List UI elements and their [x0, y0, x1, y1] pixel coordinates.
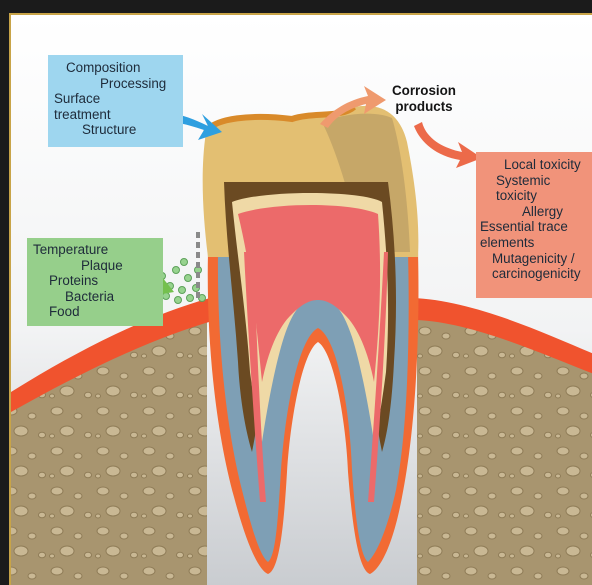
effect-line: Essential trace — [478, 219, 592, 235]
corrosion-products-label: Corrosion products — [392, 83, 456, 115]
environment-factors-box: Temperature Plaque Proteins Bacteria Foo… — [27, 238, 163, 326]
biological-effects-box: Local toxicity Systemic toxicity Allergy… — [476, 152, 592, 298]
corrosion-line: Corrosion — [392, 83, 456, 99]
environment-line: Plaque — [31, 258, 159, 274]
material-line: Surface — [52, 91, 179, 107]
environment-line: Bacteria — [31, 289, 159, 305]
material-line: Structure — [52, 122, 179, 138]
environment-line: Food — [31, 304, 159, 320]
environment-line: Temperature — [31, 242, 159, 258]
material-factors-box: Composition Processing Surface treatment… — [48, 55, 183, 147]
effect-line: toxicity — [478, 188, 592, 204]
environment-line: Proteins — [31, 273, 159, 289]
material-line: treatment — [52, 107, 179, 123]
effect-line: Local toxicity — [478, 157, 592, 173]
effect-line: Systemic — [478, 173, 592, 189]
material-line: Composition — [52, 60, 179, 76]
effect-line: elements — [478, 235, 592, 251]
effect-line: Allergy — [478, 204, 592, 220]
corrosion-line: products — [392, 99, 456, 115]
illustration-panel: Composition Processing Surface treatment… — [9, 13, 592, 585]
effect-line: carcinogenicity — [478, 266, 592, 282]
effect-line: Mutagenicity / — [478, 251, 592, 267]
material-line: Processing — [52, 76, 179, 92]
